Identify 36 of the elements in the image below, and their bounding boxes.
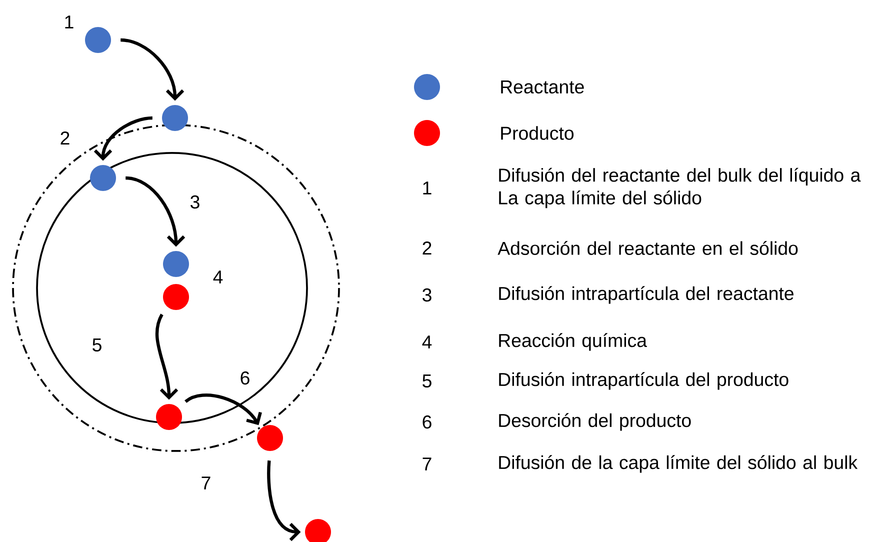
arrow bbox=[94, 116, 153, 161]
step-description: Adsorción del reactante en el sólido bbox=[498, 241, 798, 255]
step-number: 6 bbox=[238, 370, 252, 386]
step-number: 5 bbox=[422, 374, 432, 388]
step-number: 2 bbox=[58, 130, 72, 146]
arrow bbox=[184, 394, 262, 426]
step-number: 1 bbox=[423, 182, 432, 194]
step-number: 6 bbox=[422, 415, 432, 429]
step-number: 4 bbox=[213, 270, 223, 284]
step-description: Desorción del producto bbox=[499, 413, 691, 431]
arrow bbox=[155, 314, 178, 400]
molecule-dot bbox=[156, 404, 182, 430]
step-number: 3 bbox=[422, 288, 432, 302]
step-description: Difusión del reactante del bulk del líquido a La capa límite del sólido bbox=[499, 168, 861, 208]
molecule-dot bbox=[163, 251, 189, 277]
step-description: Difusión intrapartícula del reactante bbox=[499, 286, 794, 304]
legend-label: Reactante bbox=[501, 80, 584, 94]
legend-label: Producto bbox=[501, 126, 574, 140]
step-number: 2 bbox=[422, 241, 432, 254]
molecule-dot bbox=[257, 425, 283, 451]
step-number: 7 bbox=[199, 475, 213, 491]
step-description: Difusión intrapartícula del producto bbox=[499, 372, 788, 390]
step-number: 3 bbox=[188, 194, 202, 210]
molecule-dot bbox=[90, 165, 116, 191]
arrow bbox=[125, 176, 186, 247]
molecule-dot bbox=[85, 27, 111, 53]
step-number: 5 bbox=[90, 337, 104, 353]
molecule-dot bbox=[163, 284, 189, 310]
arrow bbox=[267, 460, 301, 542]
step-description: Difusión de la capa límite del sólido al bulk bbox=[499, 455, 858, 473]
step-number: 4 bbox=[422, 336, 432, 348]
step-description: Reacción química bbox=[499, 333, 647, 351]
molecule-dot bbox=[162, 105, 188, 131]
step-number: 7 bbox=[422, 458, 432, 470]
arrow bbox=[120, 38, 184, 101]
step-number: 1 bbox=[62, 14, 76, 30]
